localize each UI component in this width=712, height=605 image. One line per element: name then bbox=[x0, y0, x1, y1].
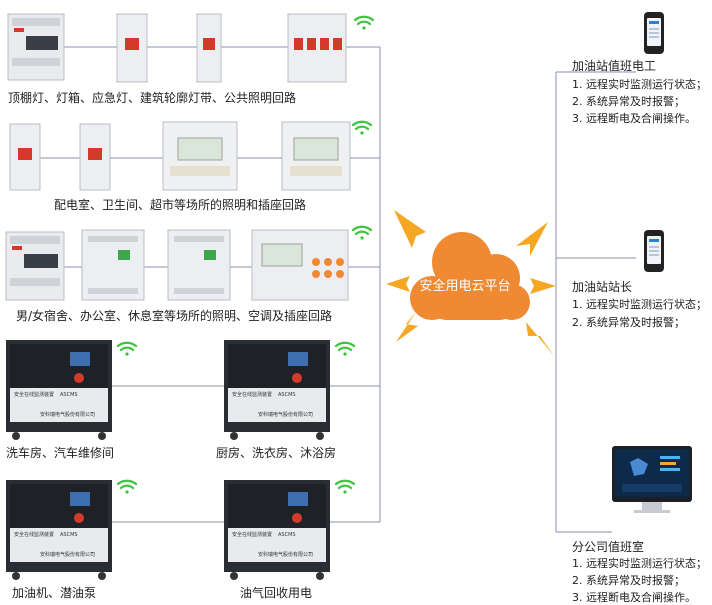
cabinet-label: 洗车房、汽车维修间 bbox=[6, 446, 115, 460]
receiver-title: 分公司值班室 bbox=[572, 540, 645, 554]
receiver-item: 2. 系统异常及时报警； bbox=[572, 316, 685, 329]
device-row-label: 男/女宿舍、办公室、休息室等场所的照明、空调及插座回路 bbox=[16, 309, 333, 323]
receiver-item: 3. 远程断电及合闸操作。 bbox=[572, 591, 696, 604]
cabinet-panel-model: ASCMS bbox=[278, 532, 296, 538]
receiver-title: 加油站站长 bbox=[572, 280, 633, 294]
wifi-icon bbox=[334, 479, 356, 494]
cloud-platform-label: 安全用电云平台 bbox=[419, 279, 511, 294]
cabinet-label: 厨房、洗衣房、沐浴房 bbox=[216, 446, 337, 460]
receiver-item: 2. 系统异常及时报警； bbox=[572, 574, 685, 587]
cabinet-panel-maker: 安科瑞电气股份有限公司 bbox=[40, 552, 96, 558]
receiver-item: 1. 远程实时监测运行状态； bbox=[572, 298, 707, 311]
receiver-item: 1. 远程实时监测运行状态； bbox=[572, 557, 707, 570]
cabinet-label: 油气回收用电 bbox=[240, 586, 313, 600]
cabinet-panel-model: ASCMS bbox=[60, 392, 78, 398]
cabinet-label: 加油机、潜油泵 bbox=[12, 586, 97, 600]
mobile-phone-icon bbox=[644, 230, 664, 272]
device-row-label: 配电室、卫生间、超市等场所的照明和插座回路 bbox=[54, 198, 307, 212]
desktop-monitor-icon bbox=[612, 446, 692, 513]
device-row-1 bbox=[7, 13, 347, 83]
wifi-icon bbox=[351, 225, 373, 240]
receiver-item: 2. 系统异常及时报警； bbox=[572, 95, 685, 108]
wifi-icon bbox=[334, 341, 356, 356]
wifi-icon bbox=[351, 120, 373, 135]
arrow-icons bbox=[386, 210, 556, 356]
cabinet-panel-title: 安全在线监测装置 bbox=[14, 532, 55, 538]
receiver-item: 1. 远程实时监测运行状态； bbox=[572, 78, 707, 91]
cabinet-panel-title: 安全在线监测装置 bbox=[14, 392, 55, 398]
receiver-title: 加油站值班电工 bbox=[572, 59, 657, 73]
wifi-icon bbox=[116, 479, 138, 494]
device-row-3 bbox=[5, 229, 349, 301]
device-row-2 bbox=[9, 121, 351, 191]
cabinet-panel-maker: 安科瑞电气股份有限公司 bbox=[258, 412, 314, 418]
device-row-label: 顶棚灯、灯箱、应急灯、建筑轮廓灯带、公共照明回路 bbox=[8, 91, 297, 105]
cabinet-panel-maker: 安科瑞电气股份有限公司 bbox=[258, 552, 314, 558]
cabinet-panel-model: ASCMS bbox=[278, 392, 296, 398]
cabinet-panel-maker: 安科瑞电气股份有限公司 bbox=[40, 412, 96, 418]
cabinet-1 bbox=[6, 340, 112, 440]
wifi-icon bbox=[353, 15, 375, 30]
cabinet-panel-model: ASCMS bbox=[60, 532, 78, 538]
cabinet-4 bbox=[224, 480, 330, 580]
mobile-phone-icon bbox=[644, 12, 664, 54]
cabinet-2 bbox=[224, 340, 330, 440]
wifi-icon bbox=[116, 341, 138, 356]
cabinet-panel-title: 安全在线监测装置 bbox=[232, 392, 273, 398]
cloud-icon bbox=[410, 232, 530, 320]
cabinet-panel-title: 安全在线监测装置 bbox=[232, 532, 273, 538]
cabinet-3 bbox=[6, 480, 112, 580]
receiver-item: 3. 远程断电及合闸操作。 bbox=[572, 112, 696, 125]
